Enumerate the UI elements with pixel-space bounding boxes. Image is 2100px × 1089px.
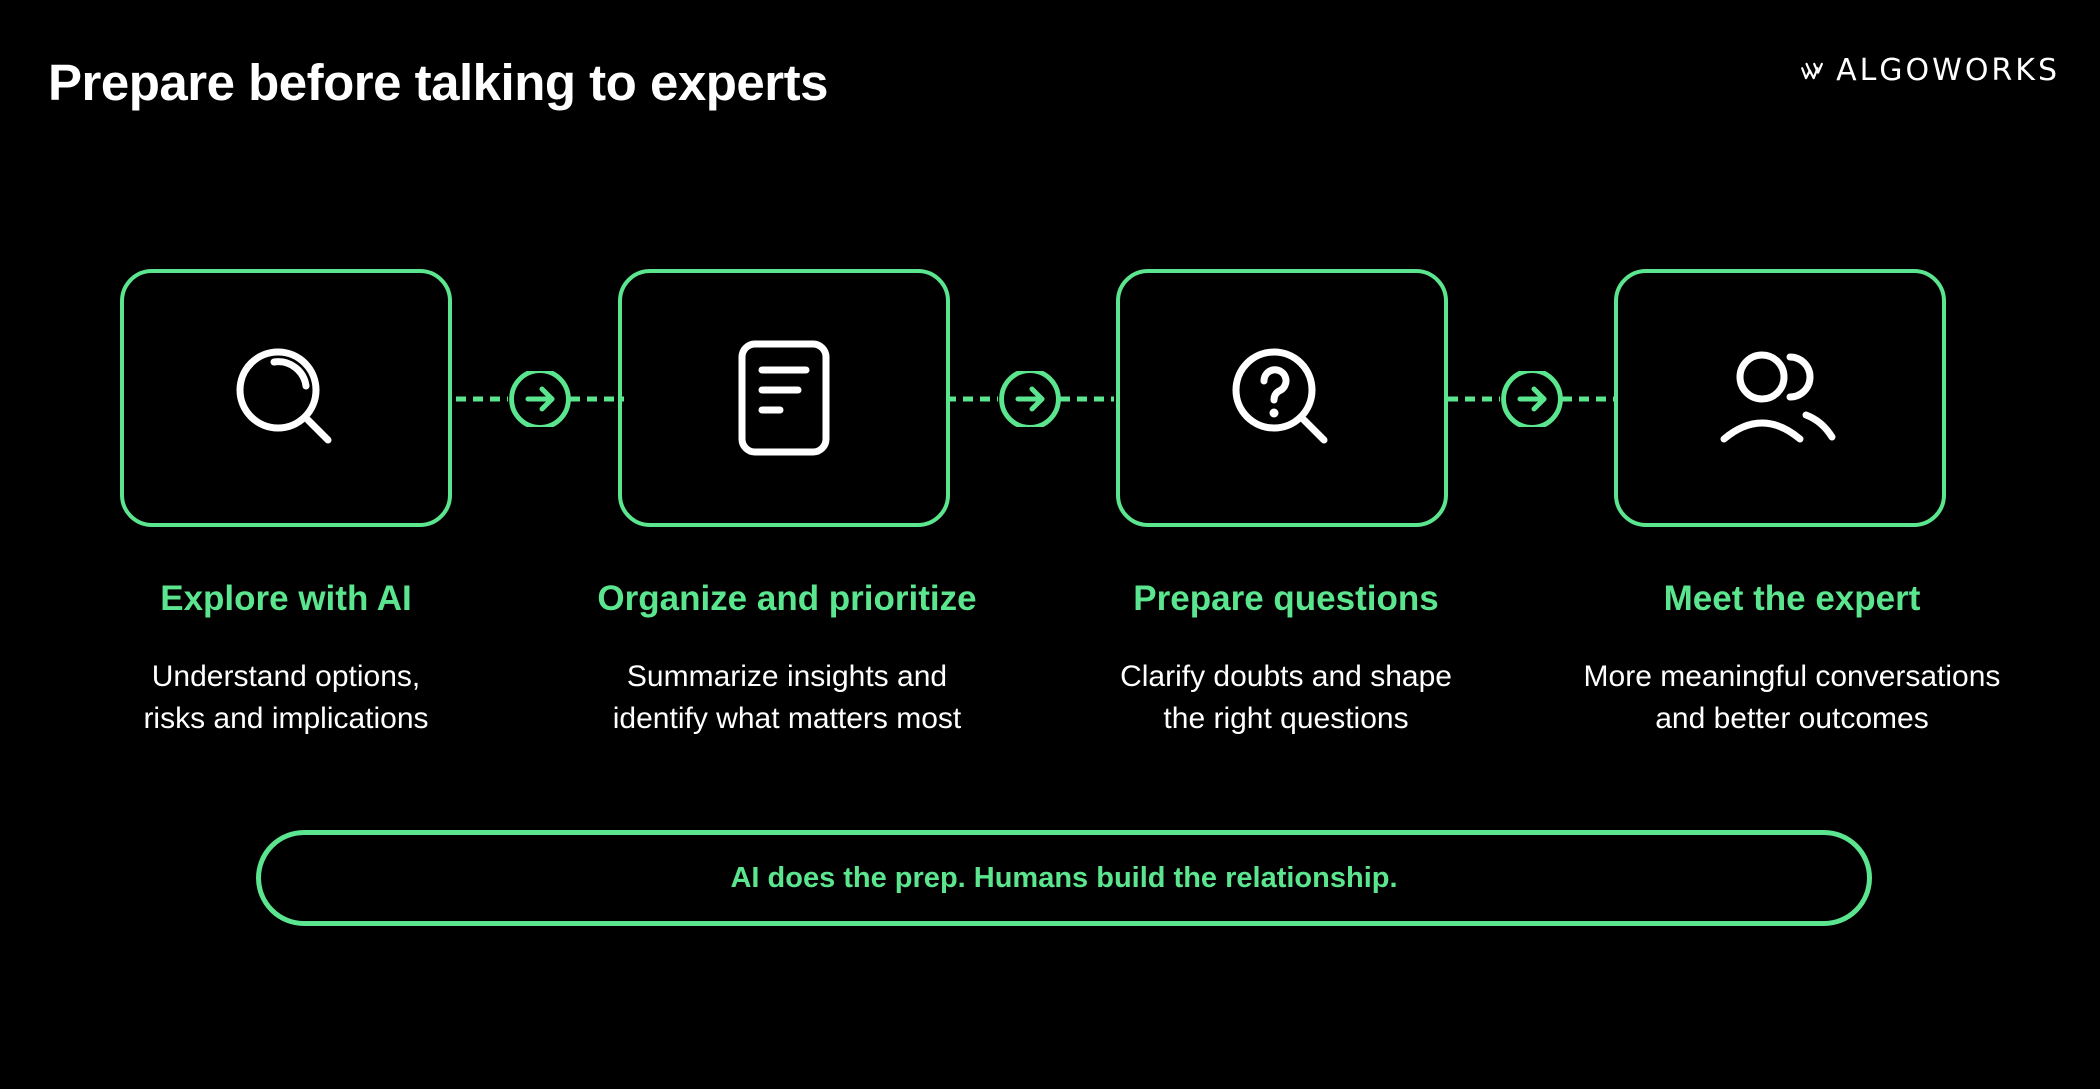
- step-box-organize: [618, 269, 950, 527]
- page-title: Prepare before talking to experts: [48, 54, 828, 111]
- tagline-banner: AI does the prep. Humans build the relat…: [256, 830, 1872, 926]
- step-title-explore: Explore with AI: [160, 579, 412, 618]
- connector-arrow-2: [946, 371, 1114, 427]
- step-title-meet: Meet the expert: [1663, 579, 1921, 618]
- connector-arrow-3: [1448, 371, 1616, 427]
- algoworks-logo-icon: [1801, 62, 1823, 80]
- search-icon: [236, 348, 332, 444]
- step-title-prepare: Prepare questions: [1133, 579, 1439, 618]
- step-box-meet: [1614, 269, 1946, 527]
- arrow-right-icon: [525, 386, 555, 412]
- step-desc-prepare: Clarify doubts and shape the right quest…: [1120, 660, 1452, 735]
- logo-text: ALGOWORKS: [1836, 53, 2060, 88]
- search-question-icon: [1232, 348, 1328, 444]
- step-title-organize: Organize and prioritize: [597, 579, 977, 618]
- arrow-right-icon: [1015, 386, 1045, 412]
- step-desc-organize: Summarize insights and identify what mat…: [612, 660, 962, 735]
- step-box-explore: [120, 269, 452, 527]
- connector-arrow-1: [456, 371, 624, 427]
- step-desc-meet: More meaningful conversations and better…: [1583, 660, 2001, 735]
- users-icon: [1720, 351, 1836, 443]
- algoworks-logo: ALGOWORKS: [1800, 48, 2060, 94]
- step-desc-explore: Understand options, risks and implicatio…: [143, 660, 429, 735]
- arrow-right-icon: [1517, 386, 1547, 412]
- document-icon: [738, 340, 830, 456]
- step-box-prepare: [1116, 269, 1448, 527]
